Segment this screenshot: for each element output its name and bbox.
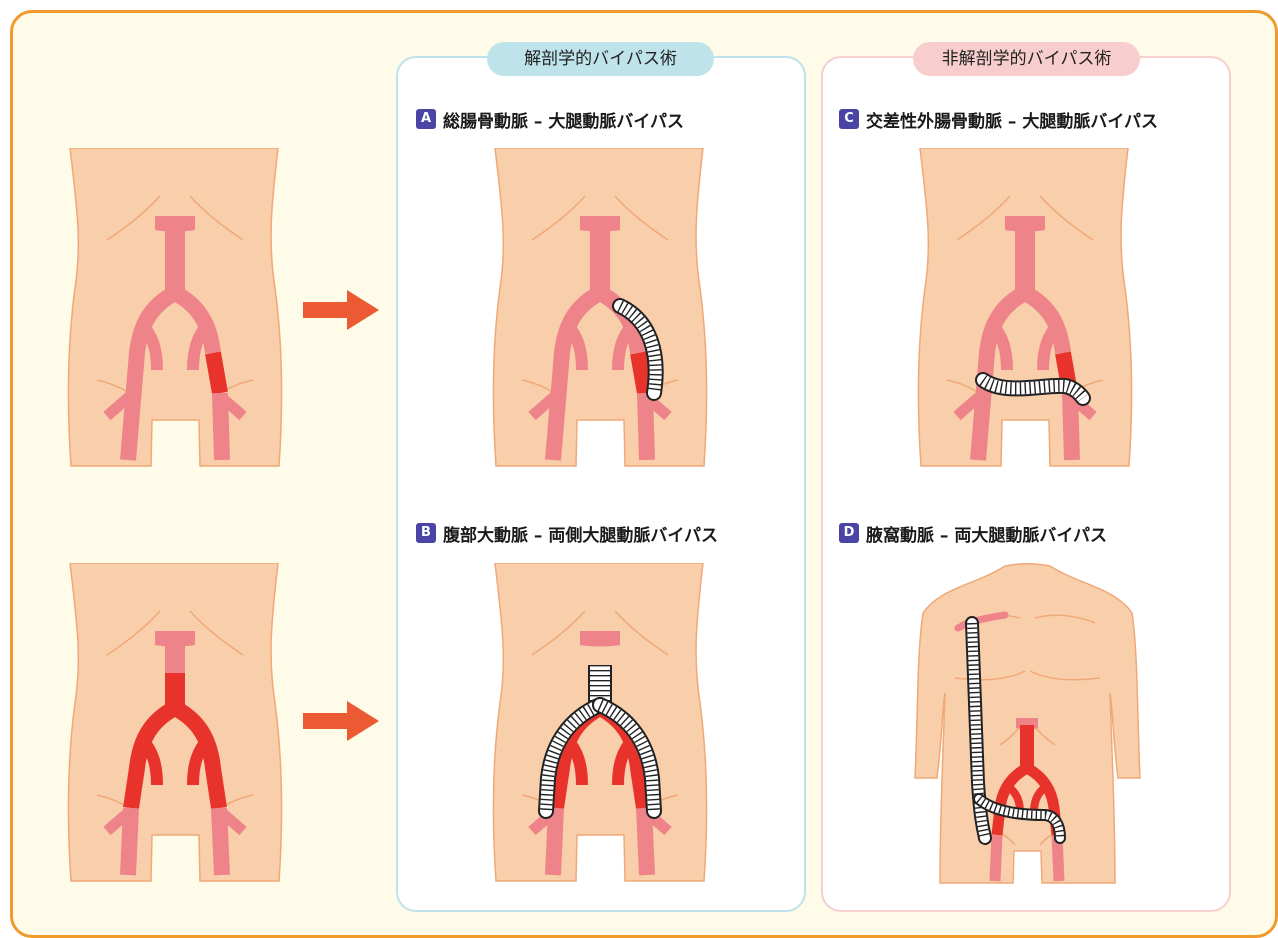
- procedure-b-label: 腹部大動脈 – 両側大腿動脈バイパス: [443, 521, 718, 546]
- procedure-a-caption: A 総腸骨動脈 – 大腿動脈バイパス: [416, 107, 684, 131]
- procedure-b-caption: B 腹部大動脈 – 両側大腿動脈バイパス: [416, 521, 718, 545]
- occluded-external-iliac-artery: [638, 353, 645, 393]
- procedure-b-badge: B: [416, 523, 436, 543]
- abdomen-silhouette: [68, 563, 281, 881]
- procedure-a-figure: [490, 148, 710, 470]
- right-arrow-icon: [303, 701, 381, 741]
- procedure-d-figure: [910, 563, 1145, 885]
- extra-anatomical-bypass-title: 非解剖学的バイパス術: [913, 42, 1140, 76]
- anatomical-bypass-title: 解剖学的バイパス術: [487, 42, 714, 76]
- procedure-a-label: 総腸骨動脈 – 大腿動脈バイパス: [443, 107, 684, 132]
- procedure-b-figure: [490, 563, 710, 885]
- procedure-c-badge: C: [839, 109, 859, 129]
- left-femoral-artery: [995, 835, 997, 881]
- aorta-top: [155, 631, 195, 647]
- abdomen-silhouette: [68, 148, 281, 466]
- procedure-c-label: 交差性外腸骨動脈 – 大腿動脈バイパス: [866, 107, 1158, 132]
- procedure-c-figure: [915, 148, 1135, 470]
- iliac-artery-occlusion-figure: [65, 148, 285, 470]
- procedure-d-label: 腋窩動脈 – 両大腿動脈バイパス: [866, 521, 1107, 546]
- abdomen-silhouette: [918, 148, 1131, 466]
- procedure-c-caption: C 交差性外腸骨動脈 – 大腿動脈バイパス: [839, 107, 1158, 131]
- right-arrow-icon: [303, 290, 381, 330]
- aortoiliac-occlusion-figure: [65, 563, 285, 885]
- abdomen-silhouette: [493, 563, 706, 881]
- abdomen-silhouette: [493, 148, 706, 466]
- procedure-d-caption: D 腋窩動脈 – 両大腿動脈バイパス: [839, 521, 1107, 545]
- procedure-a-badge: A: [416, 109, 436, 129]
- procedure-d-badge: D: [839, 523, 859, 543]
- aorta-top: [155, 216, 195, 232]
- occluded-external-iliac-artery: [213, 353, 220, 393]
- aorta-top: [580, 631, 620, 647]
